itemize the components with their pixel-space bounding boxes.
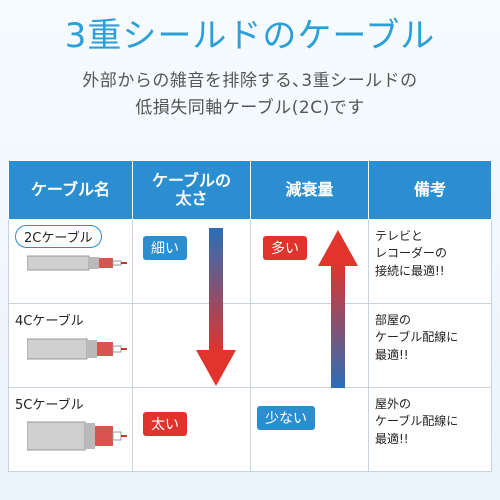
table-header-row: ケーブル名 ケーブルの 太さ 減衰量 備考 [8, 160, 492, 220]
thickness-cell-4c [132, 303, 251, 388]
attenuation-badge-low: 少ない [257, 406, 315, 430]
note-2c: テレビと レコーダーの 接続に最適!! [375, 229, 448, 278]
cable-comparison-table: ケーブル名 ケーブルの 太さ 減衰量 備考 2Cケーブル 細い 多い テレビと … [8, 160, 492, 472]
note-cell-5c: 屋外の ケーブル配線に 最適!! [368, 387, 492, 472]
coax-cable-4c-icon [27, 338, 127, 360]
note-4c: 部屋の ケーブル配線に 最適!! [375, 313, 459, 362]
attenuation-cell-5c: 少ない [250, 387, 369, 472]
table-row: 2Cケーブル 細い 多い テレビと レコーダーの 接続に最適!! [8, 219, 492, 304]
thickness-cell-5c: 太い [132, 387, 251, 472]
table-row: 4Cケーブル 部屋の ケーブル配線に 最適!! [8, 303, 492, 388]
header-thickness: ケーブルの 太さ [132, 160, 251, 220]
thickness-down-arrow-icon [196, 228, 236, 386]
thickness-badge-thick: 太い [143, 412, 187, 436]
cable-name-5c: 5Cケーブル [15, 398, 84, 413]
cable-name-2c: 2Cケーブル [15, 225, 102, 248]
cable-cell-4c: 4Cケーブル [8, 303, 133, 388]
attenuation-cell-4c [250, 303, 369, 388]
note-cell-4c: 部屋の ケーブル配線に 最適!! [368, 303, 492, 388]
header-cable-name: ケーブル名 [8, 160, 133, 220]
coax-cable-2c-icon [27, 255, 127, 271]
subtitle-line-2: 低損失同軸ケーブル(2C)です [135, 98, 365, 118]
table-row: 5Cケーブル 太い 少ない 屋外の ケーブル配線に 最適!! [8, 387, 492, 472]
note-cell-2c: テレビと レコーダーの 接続に最適!! [368, 219, 492, 304]
page-title: 3重シールドのケーブル [64, 16, 436, 56]
coax-cable-5c-icon [27, 421, 127, 451]
header-notes: 備考 [368, 160, 492, 220]
subtitle-line-1: 外部からの雑音を排除する､3重シールドの [82, 71, 418, 91]
thickness-cell-2c: 細い [132, 219, 251, 304]
cable-cell-5c: 5Cケーブル [8, 387, 133, 472]
attenuation-up-arrow-icon [318, 230, 358, 388]
header-attenuation: 減衰量 [250, 160, 369, 220]
cable-name-4c: 4Cケーブル [15, 314, 84, 329]
cable-cell-2c: 2Cケーブル [8, 219, 133, 304]
thickness-badge-thin: 細い [143, 236, 187, 260]
attenuation-badge-high: 多い [263, 236, 307, 260]
note-5c: 屋外の ケーブル配線に 最適!! [375, 397, 459, 446]
